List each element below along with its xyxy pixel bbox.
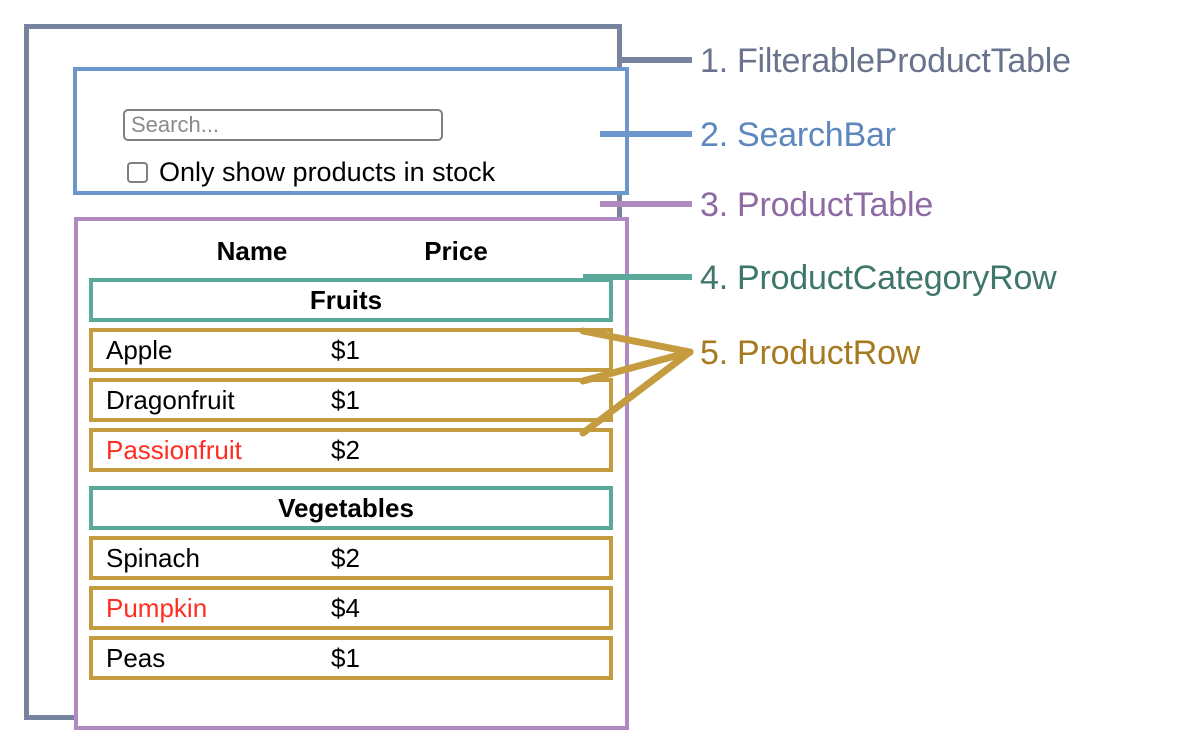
product-name: Dragonfruit [106, 384, 235, 415]
product-price: $1 [331, 642, 360, 673]
checkbox-icon[interactable] [127, 161, 148, 183]
filterable-product-table-frame: Only show products in stock Name Price F… [24, 24, 629, 730]
product-name: Apple [106, 334, 173, 365]
product-category-row: Fruits [89, 278, 613, 322]
legend-item-product-table: 3.ProductTable [700, 186, 933, 225]
product-row: Dragonfruit $1 [89, 378, 613, 422]
product-category-label: Vegetables [278, 492, 414, 523]
product-price: $1 [331, 384, 360, 415]
legend-label: SearchBar [736, 116, 896, 154]
product-name: Spinach [106, 542, 200, 573]
product-name: Pumpkin [106, 592, 208, 623]
legend-label: FilterableProductTable [736, 42, 1071, 80]
legend-label: ProductRow [736, 334, 921, 372]
legend-number: 4. [700, 259, 728, 297]
in-stock-checkbox-row[interactable]: Only show products in stock [127, 157, 495, 187]
product-table-frame: Name Price Fruits Apple $1 Dragonfruit $… [74, 217, 629, 730]
product-name: Passionfruit [106, 434, 242, 465]
product-price: $1 [331, 334, 360, 365]
product-row: Peas $1 [89, 636, 613, 680]
product-category-row: Vegetables [89, 486, 613, 530]
column-header-name: Name [216, 235, 288, 266]
search-input[interactable] [123, 109, 443, 141]
column-header-price: Price [424, 235, 488, 266]
product-row: Spinach $2 [89, 536, 613, 580]
product-price: $2 [331, 434, 360, 465]
legend-label: ProductTable [736, 186, 934, 224]
legend-number: 1. [700, 42, 728, 80]
product-category-label: Fruits [309, 284, 383, 315]
legend-number: 3. [700, 186, 728, 224]
in-stock-checkbox-label: Only show products in stock [159, 156, 496, 187]
legend-item-product-row: 5.ProductRow [700, 334, 920, 373]
legend-item-search-bar: 2.SearchBar [700, 116, 896, 155]
product-price: $4 [331, 592, 360, 623]
legend-label: ProductCategoryRow [736, 259, 1057, 297]
legend-number: 5. [700, 334, 728, 372]
legend-item-product-category-row: 4.ProductCategoryRow [700, 259, 1057, 298]
product-row: Pumpkin $4 [89, 586, 613, 630]
search-bar-frame: Only show products in stock [73, 67, 629, 195]
legend-item-filterable-product-table: 1.FilterableProductTable [700, 42, 1071, 81]
product-table-header: Name Price [89, 227, 613, 275]
product-price: $2 [331, 542, 360, 573]
product-name: Peas [106, 642, 166, 673]
product-row: Passionfruit $2 [89, 428, 613, 472]
product-table-body: Fruits Apple $1 Dragonfruit $1 Passionfr… [89, 278, 613, 686]
product-row: Apple $1 [89, 328, 613, 372]
legend-number: 2. [700, 116, 728, 154]
